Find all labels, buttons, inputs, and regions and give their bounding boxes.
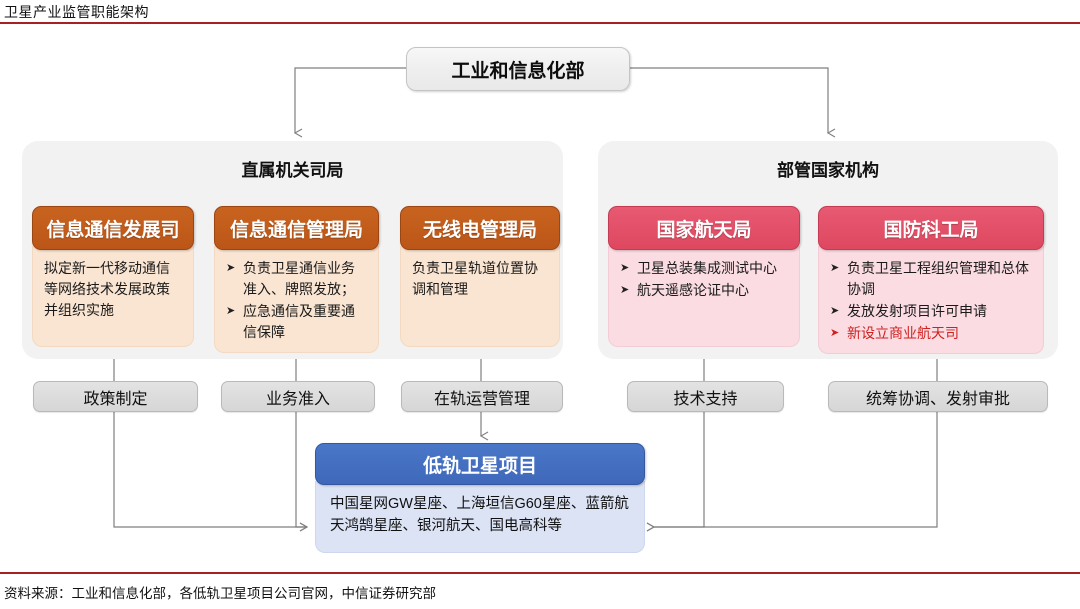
project-card-body: 中国星网GW星座、上海垣信G60星座、蓝箭航天鸿鹄星座、银河航天、国电高科等 [315, 481, 645, 553]
project-card-leo-satellite[interactable]: 低轨卫星项目 中国星网GW星座、上海垣信G60星座、蓝箭航天鸿鹄星座、银河航天、… [315, 443, 645, 553]
root-node-ministry[interactable]: 工业和信息化部 [406, 47, 630, 91]
list-item: 航天遥感论证中心 [620, 280, 788, 301]
org-card-paragraph: 拟定新一代移动通信等网络技术发展政策并组织实施 [44, 260, 170, 318]
org-card-body: 卫星总装集成测试中心 航天遥感论证中心 [608, 246, 800, 347]
function-box-coordination-launch-approval[interactable]: 统筹协调、发射审批 [828, 381, 1048, 412]
org-card-wuxiandian-guanliju[interactable]: 无线电管理局 负责卫星轨道位置协调和管理 [400, 206, 560, 347]
org-card-title: 信息通信发展司 [46, 219, 180, 241]
org-card-header: 无线电管理局 [400, 206, 560, 250]
org-card-body: 负责卫星通信业务准入、牌照发放； 应急通信及重要通信保障 [214, 246, 379, 353]
org-card-title: 信息通信管理局 [229, 219, 363, 241]
list-item: 应急通信及重要通信保障 [226, 301, 367, 343]
function-box-label: 在轨运营管理 [433, 390, 530, 408]
function-box-label: 业务准入 [265, 390, 330, 408]
function-box-label: 技术支持 [673, 390, 738, 408]
org-card-bullet-list: 卫星总装集成测试中心 航天遥感论证中心 [620, 258, 788, 301]
org-card-header: 信息通信管理局 [214, 206, 379, 250]
org-card-header: 信息通信发展司 [32, 206, 194, 250]
function-box-policy-making[interactable]: 政策制定 [33, 381, 198, 412]
project-card-title: 低轨卫星项目 [422, 455, 537, 477]
org-card-title: 国家航天局 [656, 219, 752, 241]
source-note: 资料来源：工业和信息化部，各低轨卫星项目公司官网，中信证券研究部 [4, 586, 436, 601]
function-box-label: 统筹协调、发射审批 [865, 390, 1010, 408]
list-item: 负责卫星通信业务准入、牌照发放； [226, 258, 367, 300]
group-title-direct-bureaus: 直属机关司局 [241, 161, 344, 180]
function-box-technical-support[interactable]: 技术支持 [627, 381, 784, 412]
list-item-highlighted: 新设立商业航天司 [830, 323, 1032, 344]
org-card-bullet-list: 负责卫星工程组织管理和总体协调 发放发射项目许可申请 新设立商业航天司 [830, 258, 1032, 344]
org-card-title: 无线电管理局 [422, 219, 537, 241]
function-box-in-orbit-operations[interactable]: 在轨运营管理 [401, 381, 563, 412]
org-card-guojia-hangtianju[interactable]: 国家航天局 卫星总装集成测试中心 航天遥感论证中心 [608, 206, 800, 347]
org-card-header: 国家航天局 [608, 206, 800, 250]
root-node-label: 工业和信息化部 [451, 60, 585, 82]
list-item: 发放发射项目许可申请 [830, 301, 1032, 322]
org-card-body: 拟定新一代移动通信等网络技术发展政策并组织实施 [32, 246, 194, 347]
page-title: 卫星产业监管职能架构 [4, 4, 149, 20]
org-card-bullet-list: 负责卫星通信业务准入、牌照发放； 应急通信及重要通信保障 [226, 258, 367, 343]
org-card-body: 负责卫星轨道位置协调和管理 [400, 246, 560, 347]
title-divider [0, 22, 1080, 24]
org-card-body: 负责卫星工程组织管理和总体协调 发放发射项目许可申请 新设立商业航天司 [818, 246, 1044, 354]
org-card-title: 国防科工局 [883, 219, 979, 241]
list-item: 卫星总装集成测试中心 [620, 258, 788, 279]
project-card-body-text: 中国星网GW星座、上海垣信G60星座、蓝箭航天鸿鹄星座、银河航天、国电高科等 [330, 496, 629, 535]
group-title-state-agencies: 部管国家机构 [777, 161, 879, 180]
function-box-label: 政策制定 [83, 390, 148, 408]
function-box-business-access[interactable]: 业务准入 [221, 381, 375, 412]
org-card-xinxitongxin-fazhansi[interactable]: 信息通信发展司 拟定新一代移动通信等网络技术发展政策并组织实施 [32, 206, 194, 347]
project-card-header: 低轨卫星项目 [315, 443, 645, 485]
org-card-guofang-kegongju[interactable]: 国防科工局 负责卫星工程组织管理和总体协调 发放发射项目许可申请 新设立商业航天… [818, 206, 1044, 354]
list-item: 负责卫星工程组织管理和总体协调 [830, 258, 1032, 300]
org-card-header: 国防科工局 [818, 206, 1044, 250]
footer-divider [0, 572, 1080, 574]
org-card-xinxitongxin-guanliju[interactable]: 信息通信管理局 负责卫星通信业务准入、牌照发放； 应急通信及重要通信保障 [214, 206, 379, 353]
org-card-paragraph: 负责卫星轨道位置协调和管理 [412, 260, 538, 297]
